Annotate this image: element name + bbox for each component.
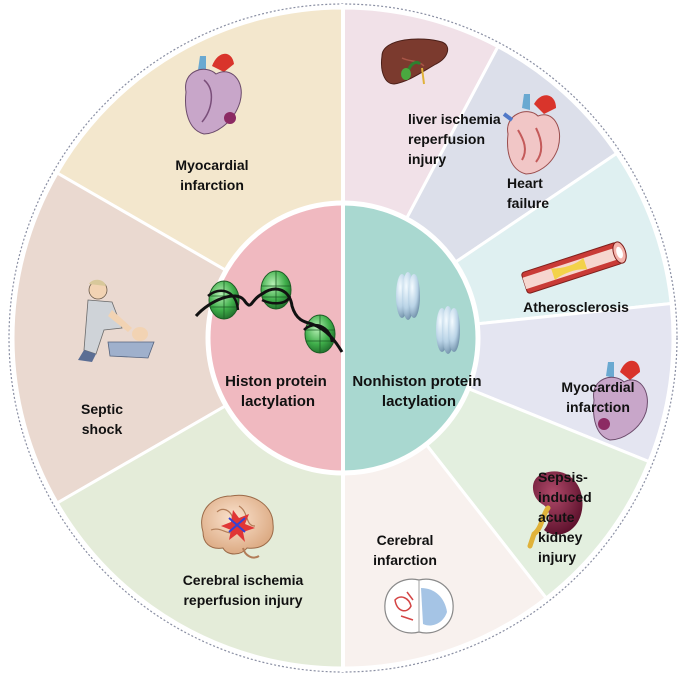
heart-icon <box>593 360 648 441</box>
nonhistone-label: Nonhiston protein lactylation <box>352 373 485 410</box>
center-disc <box>205 200 481 476</box>
histone-lactylation-half <box>208 203 343 473</box>
histone-label: Histon protein lactylation <box>225 373 331 410</box>
nucleosome-icon <box>194 270 344 354</box>
kidney-icon <box>527 471 583 549</box>
sector-atherosclerosis-label: Atherosclerosis <box>523 299 629 315</box>
protein-icon <box>396 272 460 354</box>
nonhistone-lactylation-half <box>343 203 478 473</box>
liver-icon <box>381 38 449 85</box>
sector-septic-shock <box>11 170 347 506</box>
artery-icon <box>521 241 627 294</box>
brain-icon <box>201 494 274 559</box>
heart-icon <box>185 53 242 135</box>
heart-section-icon <box>502 94 560 175</box>
cpr-icon <box>78 279 155 362</box>
brain-section-icon <box>384 578 454 634</box>
